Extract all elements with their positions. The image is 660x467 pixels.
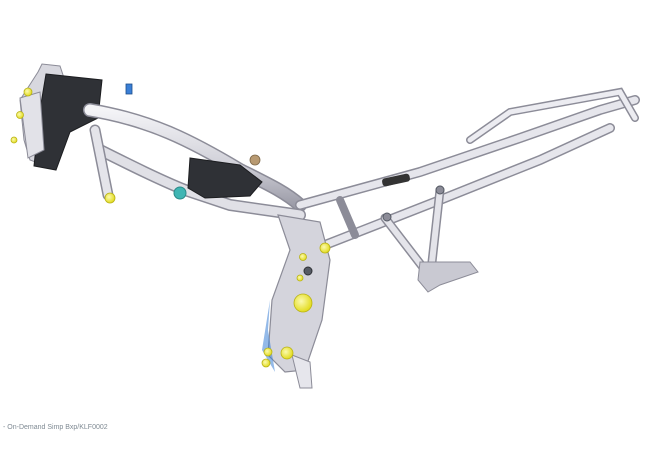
blue-clip <box>125 83 133 95</box>
rubber-sleeve <box>382 173 410 187</box>
teal-fitting <box>173 186 187 200</box>
footrest-bracket <box>417 261 479 293</box>
pivot-bolt <box>303 266 313 276</box>
rear-subframe <box>295 87 640 285</box>
linkage-bolt-2 <box>435 185 445 195</box>
linkage-bolt <box>382 212 392 222</box>
mounting-bolts <box>10 87 331 368</box>
caption-text: - On-Demand Simp Bxp/KLF0002 <box>3 424 108 431</box>
center-panel <box>187 157 263 199</box>
front-plate <box>33 73 103 171</box>
bronze-knob <box>249 154 261 166</box>
main-spar-tubes <box>83 103 307 221</box>
